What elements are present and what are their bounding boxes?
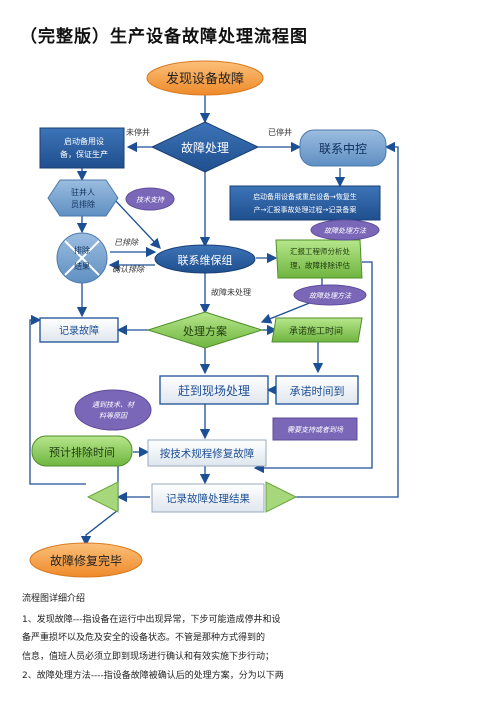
node-result-line1: 排除 (74, 245, 90, 255)
bubble-materials: 遇到技术、材 料等原因 (74, 389, 152, 431)
node-station: 驻井人 员排除 (47, 179, 119, 217)
node-promise: 承诺施工时间 (271, 317, 363, 343)
node-station-line1: 驻井人 (71, 187, 95, 197)
bubble-method1-label: 故障处理方法 (324, 227, 367, 235)
node-report: 汇报工程师分析处 理，故障排除评估 (275, 239, 363, 279)
node-start-label: 发现设备故障 (166, 71, 244, 87)
page-title: （完整版）生产设备故障处理流程图 (20, 27, 308, 47)
bubble-support: 需要支持或者到场 (272, 417, 358, 441)
node-record-label: 记录故障 (59, 324, 99, 337)
node-record-result: 记录故障处理结果 (86, 481, 298, 513)
node-plan: 处理方案 (146, 311, 264, 349)
bubble-materials-line2: 料等原因 (99, 412, 128, 420)
node-plan-label: 处理方案 (183, 324, 227, 338)
edge-label-confirm: 确认排除 (112, 265, 145, 274)
bubble-materials-line1: 遇到技术、材 (92, 401, 135, 409)
node-standby-line2: 备，保证生产 (60, 149, 108, 159)
node-promise-due-label: 承诺时间到 (290, 385, 345, 398)
node-report-line1: 汇报工程师分析处 (290, 246, 350, 256)
bubble-tech-label: 技术支持 (136, 196, 165, 204)
node-restart-line2: 产→汇报事故处理过程→记录备案 (254, 205, 357, 214)
node-central: 联系中控 (299, 129, 387, 167)
bubble-method1: 故障处理方法 (310, 219, 380, 241)
node-result-line2: 结果 (74, 261, 90, 271)
node-estimate: 预计排除时间 (31, 435, 133, 467)
description-line: 信息，值班人员必须立即到现场进行确认和有效实施下步行动； (22, 652, 275, 662)
node-standby-line1: 启动备用设 (64, 136, 104, 146)
node-arrive: 赶到现场处理 (159, 375, 269, 405)
bubble-method2-label: 故障处理方法 (309, 292, 352, 300)
node-restart-line1: 启动备用设备或重启设备→恢复生 (253, 192, 357, 201)
node-maintenance-label: 联系维保组 (178, 253, 233, 267)
node-maintenance: 联系维保组 (154, 244, 256, 274)
edge-label-unresolved: 故障未处理 (211, 287, 251, 297)
node-estimate-label: 预计排除时间 (49, 445, 115, 459)
description-heading: 流程图详细介绍 (22, 594, 86, 604)
node-result: 排除 结果 (56, 232, 108, 284)
node-promise-label: 承诺施工时间 (289, 325, 343, 337)
bubble-support-label: 需要支持或者到场 (287, 426, 344, 434)
bubble-method2: 故障处理方法 (293, 284, 367, 306)
node-record-result-label: 记录故障处理结果 (166, 492, 250, 505)
node-arrive-label: 赶到现场处理 (178, 384, 250, 398)
node-record: 记录故障 (39, 317, 119, 343)
bubble-tech: 技术支持 (125, 187, 175, 211)
node-fault: 故障处理 (150, 121, 260, 173)
description-line: 2、故障处理方法----指设备故障被确认后的处理方案，分为以下两 (22, 671, 284, 681)
node-standby: 启动备用设 备，保证生产 (39, 127, 125, 169)
node-promise-due: 承诺时间到 (275, 375, 359, 405)
node-repair: 按技术规程修复故障 (147, 439, 267, 467)
node-finish: 故障修复完毕 (29, 542, 143, 578)
node-restart: 启动备用设备或重启设备→恢复生 产→汇报事故处理过程→记录备案 (229, 185, 381, 221)
description-line: 1、发现故障---指设备在运行中出现异常，下步可能造成停井和设 (22, 615, 281, 625)
edge-label-stopped: 已停井 (268, 127, 292, 137)
description-line: 备严重损坏以及危及安全的设备状态。不管是那种方式得到的 (22, 633, 266, 643)
edge-label-resolved: 已排除 (114, 238, 139, 247)
node-finish-label: 故障修复完毕 (50, 553, 122, 568)
node-fault-label: 故障处理 (181, 140, 229, 155)
edge-label-not-stopped: 未停井 (126, 127, 150, 137)
node-station-line2: 员排除 (71, 199, 95, 209)
node-start: 发现设备故障 (146, 60, 264, 96)
node-central-label: 联系中控 (319, 141, 367, 156)
node-repair-label: 按技术规程修复故障 (160, 447, 255, 460)
node-report-line2: 理，故障排除评估 (290, 260, 350, 270)
